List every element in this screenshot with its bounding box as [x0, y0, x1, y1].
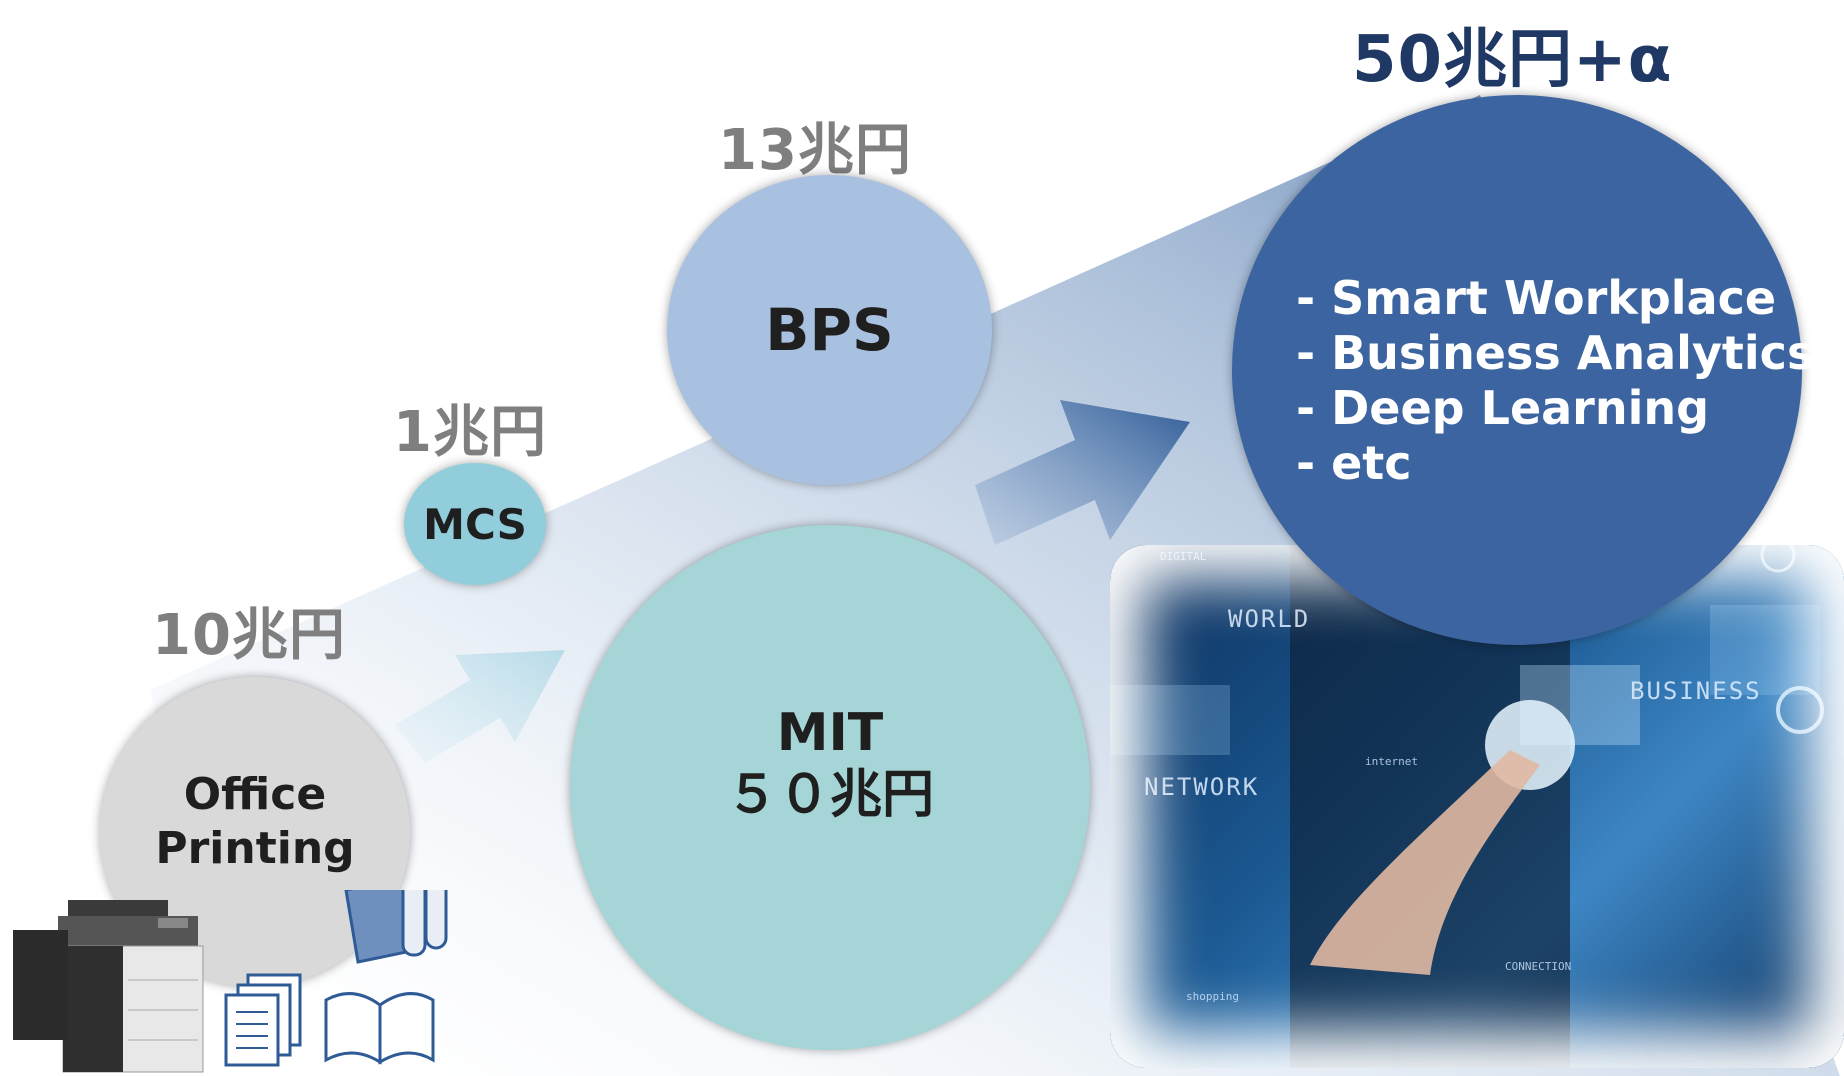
office-items-illustration — [13, 890, 448, 1073]
mit-circle: MIT ５０兆円 — [570, 525, 1090, 1050]
office-printing-label-line2: Printing — [155, 823, 355, 874]
photo-text-connection: CONNECTION — [1505, 960, 1572, 973]
mit-label-line2: ５０兆円 — [725, 764, 934, 825]
future-item: - Business Analytics — [1296, 326, 1815, 380]
photo-text-digital: DIGITAL — [1160, 550, 1207, 563]
documents-icon — [224, 973, 302, 1067]
bps-value: 13兆円 — [718, 118, 912, 183]
printer-icon — [13, 900, 204, 1073]
open-book-icon — [324, 992, 435, 1065]
arrow-right-icon — [975, 400, 1190, 545]
future-value: 50兆円+α — [1352, 23, 1673, 97]
future-circle: - Smart Workplace - Business Analytics -… — [1232, 95, 1814, 645]
mcs-label: MCS — [423, 499, 527, 549]
photo-text-internet: internet — [1365, 755, 1418, 768]
office-printing-value: 10兆円 — [152, 603, 346, 668]
future-items-list: - Smart Workplace - Business Analytics -… — [1296, 271, 1814, 491]
photo-text-network: NETWORK — [1144, 773, 1260, 801]
future-item: - etc — [1296, 436, 1412, 490]
bps-circle: BPS — [667, 175, 992, 485]
mcs-circle: MCS — [404, 463, 546, 585]
mcs-value: 1兆円 — [393, 400, 547, 465]
arrow-right-icon — [395, 650, 565, 763]
future-item: - Deep Learning — [1296, 381, 1710, 435]
bps-label: BPS — [765, 296, 894, 364]
mit-label-line1: MIT — [776, 702, 884, 763]
office-printing-label-line1: Office — [183, 769, 327, 820]
photo-text-business: BUSINESS — [1630, 677, 1762, 705]
photo-text-shopping: shopping — [1186, 990, 1239, 1003]
paper-rolls-icon — [344, 890, 448, 964]
future-item: - Smart Workplace — [1296, 271, 1777, 325]
photo-text-world: WORLD — [1228, 605, 1311, 633]
